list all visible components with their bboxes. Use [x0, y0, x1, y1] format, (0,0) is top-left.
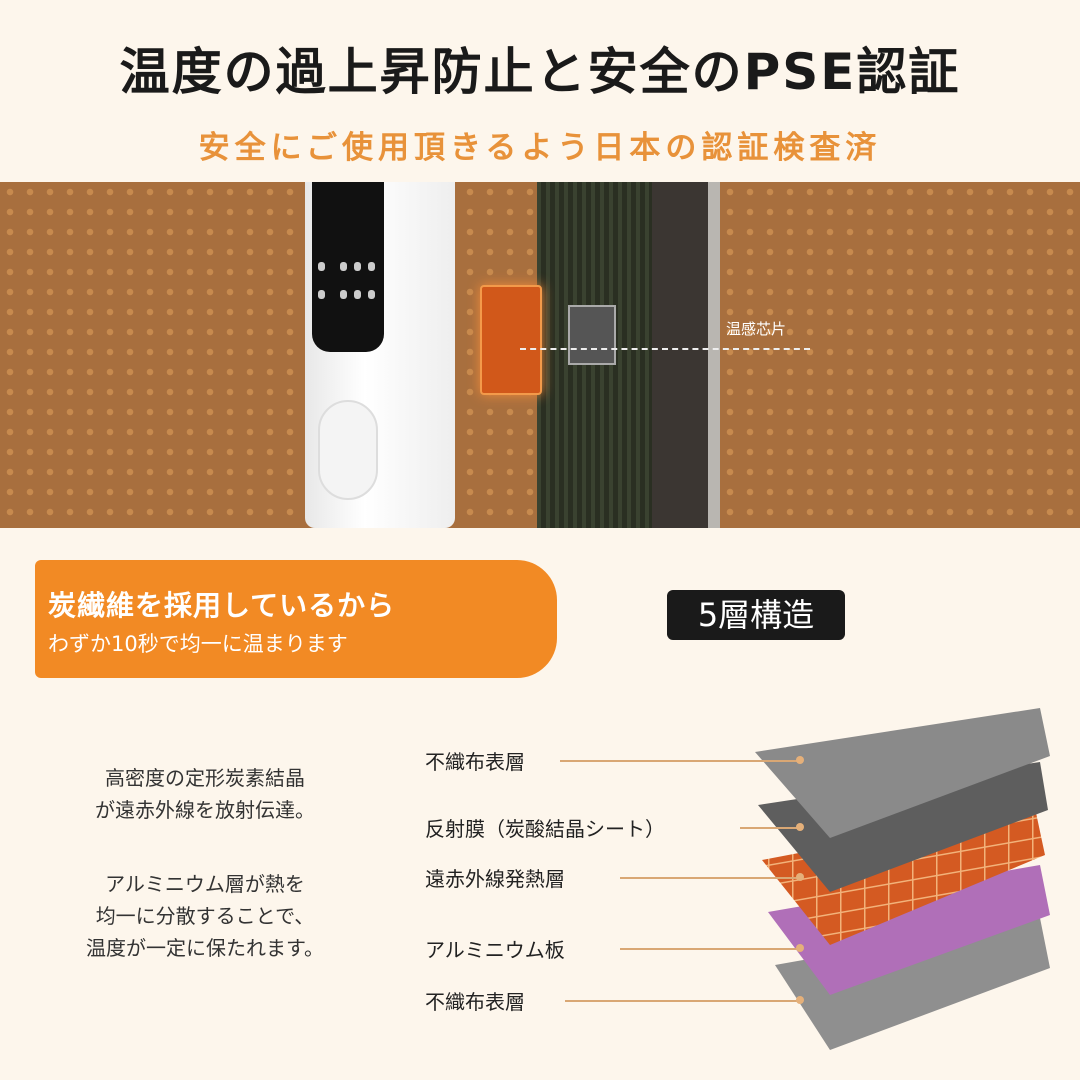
layer-aluminum — [768, 865, 1050, 995]
leader-dot — [796, 996, 804, 1004]
board-shadow — [652, 182, 712, 528]
layer-label: 不織布表層 — [425, 750, 525, 774]
ic-chip — [568, 305, 616, 365]
leader-line — [565, 1000, 800, 1002]
leader-line — [560, 760, 800, 762]
page-subtitle: 安全にご使用頂きるよう日本の認証検査済 — [198, 130, 882, 166]
banner-subline: わずか10秒で均一に温まります — [48, 632, 348, 656]
leader-dot — [796, 944, 804, 952]
feature-banner — [35, 560, 557, 678]
leader-dot — [796, 756, 804, 764]
leader-line — [740, 827, 800, 829]
desc-line: 高密度の定形炭素結晶 — [105, 766, 305, 790]
layer-label: 遠赤外線発熱層 — [425, 867, 565, 891]
leader-dot — [796, 823, 804, 831]
leader-line — [620, 948, 800, 950]
banner-headline: 炭繊維を採用しているから — [48, 589, 396, 622]
layer-label: 不織布表層 — [425, 990, 525, 1014]
leader-line — [620, 877, 800, 879]
sensor-pointer-line — [520, 348, 810, 350]
temperature-sensor-chip — [480, 285, 542, 395]
layer-felt-top — [755, 708, 1050, 838]
layer-felt-bottom — [775, 918, 1050, 1050]
layer-label: 反射膜（炭酸結晶シート） — [425, 817, 665, 841]
controller-screen — [312, 182, 384, 352]
power-button-image — [318, 400, 378, 500]
desc-line: 均一に分散することで、 — [95, 904, 315, 928]
leader-dot — [796, 873, 804, 881]
description-aluminum: アルミニウム層が熱を 均一に分散することで、 温度が一定に保たれます。 — [30, 868, 380, 964]
sensor-label: 温感芯片 — [726, 320, 787, 338]
device-frame — [708, 182, 720, 528]
description-carbon: 高密度の定形炭素結晶 が遠赤外線を放射伝達。 — [30, 762, 380, 826]
layer-label: アルミニウム板 — [425, 938, 565, 962]
page-title: 温度の過上昇防止と安全のPSE認証 — [119, 43, 961, 101]
layer-heating-grid — [762, 808, 1045, 945]
desc-line: アルミニウム層が熱を — [105, 872, 305, 896]
desc-line: が遠赤外線を放射伝達。 — [95, 798, 315, 822]
layer-count-badge: 5層構造 — [667, 590, 845, 640]
desc-line: 温度が一定に保たれます。 — [86, 936, 324, 960]
